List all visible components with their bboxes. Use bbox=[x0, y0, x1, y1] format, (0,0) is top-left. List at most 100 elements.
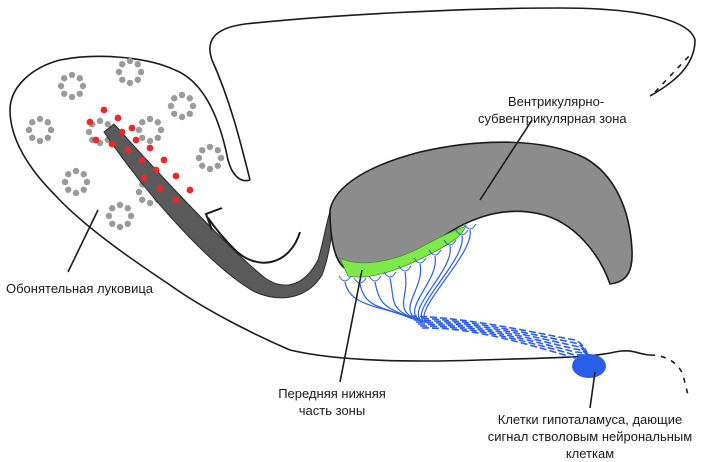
resident-cell bbox=[61, 178, 69, 186]
resident-cell bbox=[29, 119, 36, 126]
resident-cell bbox=[124, 205, 131, 212]
anterior-leader-line bbox=[339, 269, 363, 383]
resident-cell bbox=[96, 117, 104, 125]
resident-cell-rosettes bbox=[25, 57, 225, 231]
resident-cell bbox=[146, 115, 154, 123]
neuron-branch bbox=[368, 275, 382, 282]
neuron-branch bbox=[383, 271, 397, 278]
resident-cell bbox=[80, 186, 87, 193]
resident-cell bbox=[47, 126, 55, 134]
resident-cell bbox=[79, 82, 87, 90]
hypothalamus-label-line3: клеткам bbox=[565, 446, 615, 461]
neuron-branch bbox=[398, 265, 412, 272]
new-neuron-cell bbox=[86, 118, 94, 126]
resident-cell bbox=[76, 90, 83, 97]
brainstem-outline-dashed bbox=[649, 354, 689, 396]
resident-cell bbox=[44, 134, 51, 141]
new-neuron-cell bbox=[152, 166, 160, 174]
new-neuron-cell bbox=[128, 124, 136, 132]
resident-cell bbox=[154, 119, 161, 126]
resident-cell bbox=[134, 76, 141, 83]
neuron-axon bbox=[421, 327, 591, 363]
resident-cell bbox=[135, 188, 143, 196]
resident-cell bbox=[171, 95, 178, 102]
resident-cell bbox=[217, 154, 225, 162]
resident-cell bbox=[186, 95, 193, 102]
hypothalamus-leader-line bbox=[589, 371, 596, 409]
hypothalamus-cell-cluster bbox=[572, 354, 606, 378]
migration-arrow bbox=[207, 217, 301, 264]
new-neuron-cell bbox=[100, 106, 108, 114]
neuron-branch bbox=[455, 229, 469, 236]
resident-cell bbox=[171, 110, 178, 117]
new-neuron-cells bbox=[86, 106, 194, 204]
resident-cell bbox=[36, 115, 44, 123]
resident-cell bbox=[65, 171, 72, 178]
resident-cell bbox=[36, 137, 44, 145]
neuron-dendrite bbox=[402, 271, 419, 321]
resident-cell bbox=[178, 113, 186, 121]
resident-cell bbox=[119, 61, 126, 68]
resident-cell bbox=[57, 82, 65, 90]
resident-cell bbox=[109, 205, 116, 212]
hypothalamus-label-line2: сигнал стволовым нейрональным bbox=[487, 429, 693, 444]
new-neuron-cell bbox=[140, 174, 148, 182]
resident-cell bbox=[85, 128, 93, 136]
cortex-outline-dashed bbox=[654, 54, 691, 93]
resident-cell bbox=[68, 71, 76, 79]
resident-cell bbox=[189, 102, 197, 110]
resident-cell bbox=[186, 110, 193, 117]
resident-cell bbox=[116, 201, 124, 209]
resident-cell bbox=[195, 154, 203, 162]
resident-cell bbox=[61, 90, 68, 97]
resident-cell bbox=[80, 171, 87, 178]
neuron-dendrite bbox=[417, 245, 451, 323]
resident-cell bbox=[83, 178, 91, 186]
resident-cell bbox=[139, 196, 146, 203]
new-neuron-cell bbox=[138, 156, 146, 164]
neuron-axon bbox=[411, 317, 591, 363]
anterior-zone-label-line1: Передняя нижняя bbox=[278, 386, 386, 401]
new-neuron-cell bbox=[124, 146, 132, 154]
new-neuron-cell bbox=[186, 186, 194, 194]
resident-cell bbox=[167, 102, 175, 110]
neuron-axon bbox=[413, 319, 591, 363]
resident-cell bbox=[65, 186, 72, 193]
new-neuron-cell bbox=[92, 136, 100, 144]
resident-cell bbox=[104, 121, 111, 128]
neuron-dendrite bbox=[374, 281, 415, 320]
resident-cell bbox=[116, 223, 124, 231]
anterior-zone-label-line2: часть зоны bbox=[298, 403, 366, 418]
new-neuron-cell bbox=[172, 172, 180, 180]
resident-cell bbox=[206, 165, 214, 173]
resident-cell bbox=[178, 91, 186, 99]
resident-cell bbox=[139, 134, 146, 141]
resident-cell bbox=[157, 126, 165, 134]
resident-cell bbox=[126, 57, 134, 65]
neuron-branch bbox=[428, 249, 442, 256]
vsvz-leader-line bbox=[479, 119, 533, 201]
neuron-branch bbox=[413, 257, 427, 264]
vsvz-label-line2: субвентрикулярная зона bbox=[478, 111, 627, 126]
resident-cell bbox=[29, 134, 36, 141]
new-neuron-cell bbox=[160, 156, 168, 164]
resident-cell bbox=[206, 143, 214, 151]
resident-cell bbox=[134, 61, 141, 68]
new-neuron-cell bbox=[146, 144, 154, 152]
resident-cell bbox=[109, 220, 116, 227]
neuron-branch bbox=[338, 275, 352, 282]
resident-cell bbox=[105, 212, 113, 220]
resident-cell bbox=[44, 119, 51, 126]
cortex-outline bbox=[209, 7, 696, 181]
resident-cell bbox=[126, 79, 134, 87]
olfactory-bulb-outline bbox=[9, 55, 651, 362]
resident-cell bbox=[61, 75, 68, 82]
resident-cell bbox=[119, 76, 126, 83]
neuron-branch bbox=[443, 239, 457, 246]
resident-cell bbox=[146, 137, 154, 145]
resident-cell bbox=[135, 126, 143, 134]
new-neuron-cell bbox=[114, 114, 122, 122]
resident-cell bbox=[68, 93, 76, 101]
hypothalamus-label-line1: Клетки гипоталамуса, дающие bbox=[497, 412, 683, 427]
